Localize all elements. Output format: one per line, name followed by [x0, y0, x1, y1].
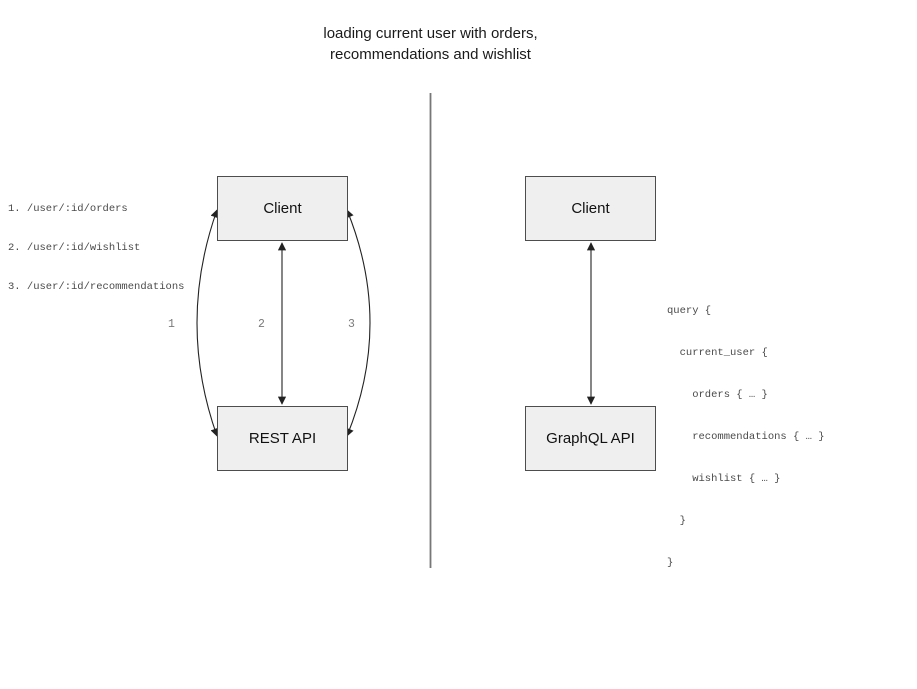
query-line: } — [667, 557, 674, 569]
rest-arrow-3-curve — [345, 209, 371, 437]
query-line: query { — [667, 305, 712, 317]
query-line: current_user { — [667, 347, 768, 359]
query-line: recommendations { … } — [667, 431, 825, 443]
diagram-title: loading current user with orders, recomm… — [178, 23, 683, 65]
graphql-client-box: Client — [525, 176, 656, 241]
graphql-api-label: GraphQL API — [546, 430, 635, 447]
rest-api-box: REST API — [217, 406, 348, 471]
arrow-label-2: 2 — [258, 318, 265, 331]
arrow-label-1: 1 — [168, 318, 175, 331]
endpoint-item-wishlist: 2. /user/:id/wishlist — [8, 242, 141, 254]
title-line-1: loading current user with orders, — [323, 25, 538, 42]
title-line-2: recommendations and wishlist — [330, 46, 531, 63]
rest-api-label: REST API — [248, 430, 317, 447]
query-line: wishlist { … } — [667, 473, 781, 485]
graphql-api-box: GraphQL API — [525, 406, 656, 471]
graphql-client-label: Client — [571, 200, 610, 217]
rest-client-label: Client — [263, 200, 302, 217]
query-line: } — [667, 515, 686, 527]
arrow-label-3: 3 — [348, 318, 355, 331]
endpoint-item-recommendations: 3. /user/:id/recommendations — [8, 281, 185, 293]
rest-arrow-1-curve — [196, 209, 219, 437]
endpoint-item-orders: 1. /user/:id/orders — [8, 203, 128, 215]
query-line: orders { … } — [667, 389, 768, 401]
rest-client-box: Client — [217, 176, 348, 241]
rest-endpoint-list: 1. /user/:id/orders 2. /user/:id/wishlis… — [8, 177, 184, 320]
graphql-query-snippet: query { current_user { orders { … } reco… — [667, 276, 825, 598]
